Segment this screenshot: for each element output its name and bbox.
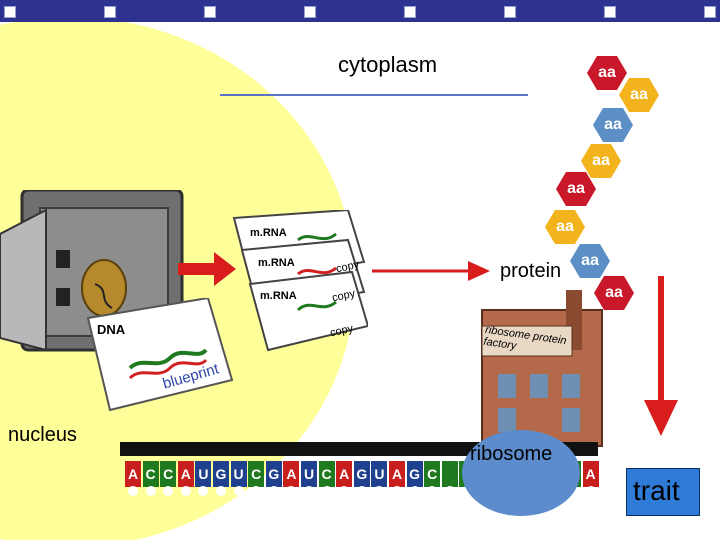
mrna-label: m.RNA — [258, 257, 295, 269]
base-peg — [304, 486, 314, 496]
trait-label: trait — [633, 475, 680, 506]
blueprint-document — [86, 298, 234, 412]
base-peg — [585, 486, 596, 496]
base-peg — [321, 486, 332, 496]
amino-acid-hex: aa — [570, 244, 610, 278]
mrna-copies — [232, 210, 368, 352]
base-peg — [409, 486, 420, 496]
base-cell: A — [582, 461, 599, 487]
base-cell: U — [301, 461, 317, 487]
base-peg — [356, 486, 367, 496]
base-cell: G — [406, 461, 423, 487]
base-peg — [216, 486, 226, 496]
base-peg — [268, 486, 279, 496]
bar-square — [704, 6, 716, 18]
amino-acid-hex: aa — [619, 78, 659, 112]
title-bar — [0, 0, 720, 22]
base-peg — [128, 486, 138, 496]
base-cell: C — [142, 461, 159, 487]
bar-square — [104, 6, 116, 18]
amino-acid-hex: aa — [593, 108, 633, 142]
dna-safe-icon — [0, 190, 184, 352]
amino-acid-hex: aa — [587, 56, 627, 90]
nucleus-label: nucleus — [8, 424, 77, 446]
trait-box: trait — [626, 468, 700, 516]
bar-square — [404, 6, 416, 18]
bar-square — [204, 6, 216, 18]
base-peg — [427, 486, 438, 496]
amino-acid-hex: aa — [594, 276, 634, 310]
base-peg — [339, 486, 350, 496]
base-peg — [374, 486, 385, 496]
ribosome-blob — [462, 430, 580, 516]
base-cell: C — [248, 461, 265, 487]
base-cell: G — [265, 461, 282, 487]
dna-label: DNA — [97, 322, 126, 337]
base-peg — [286, 486, 297, 496]
base-cell: A — [125, 461, 141, 487]
base-cell: G — [353, 461, 370, 487]
base-cell: A — [389, 461, 405, 487]
bar-square — [304, 6, 316, 18]
arrow-to-trait — [644, 276, 678, 436]
mrna-label: m.RNA — [250, 227, 287, 239]
base-peg — [233, 486, 244, 496]
amino-acid-hex: aa — [581, 144, 621, 178]
cytoplasm-divider — [220, 94, 528, 96]
bar-square — [604, 6, 616, 18]
ribosome-label: ribosome — [470, 443, 553, 465]
protein-label: protein — [500, 260, 562, 282]
base-cell: U — [195, 461, 212, 487]
ribosome-factory-icon — [481, 290, 603, 447]
base-peg — [444, 486, 455, 496]
base-cell: C — [424, 461, 441, 487]
base-peg — [392, 486, 402, 496]
base-cell: A — [177, 461, 194, 487]
base-cell: A — [336, 461, 353, 487]
base-cell: G — [213, 461, 229, 487]
base-cell: A — [283, 461, 300, 487]
arrow-to-protein — [372, 261, 490, 281]
amino-acid-hex: aa — [545, 210, 585, 244]
base-cell: C — [160, 461, 177, 487]
base-peg — [180, 486, 191, 496]
base-peg — [163, 486, 174, 496]
base-cell: C — [318, 461, 335, 487]
base-peg — [145, 486, 156, 496]
mrna-label: m.RNA — [260, 290, 297, 302]
base-cell: U — [371, 461, 388, 487]
cytoplasm-label: cytoplasm — [338, 52, 438, 77]
arrow-to-mrna — [178, 252, 236, 286]
base-peg — [198, 486, 209, 496]
base-cell — [441, 461, 458, 487]
base-cell: U — [230, 461, 247, 487]
base-peg — [251, 486, 262, 496]
bar-square — [504, 6, 516, 18]
bar-square — [4, 6, 16, 18]
amino-acid-hex: aa — [556, 172, 596, 206]
